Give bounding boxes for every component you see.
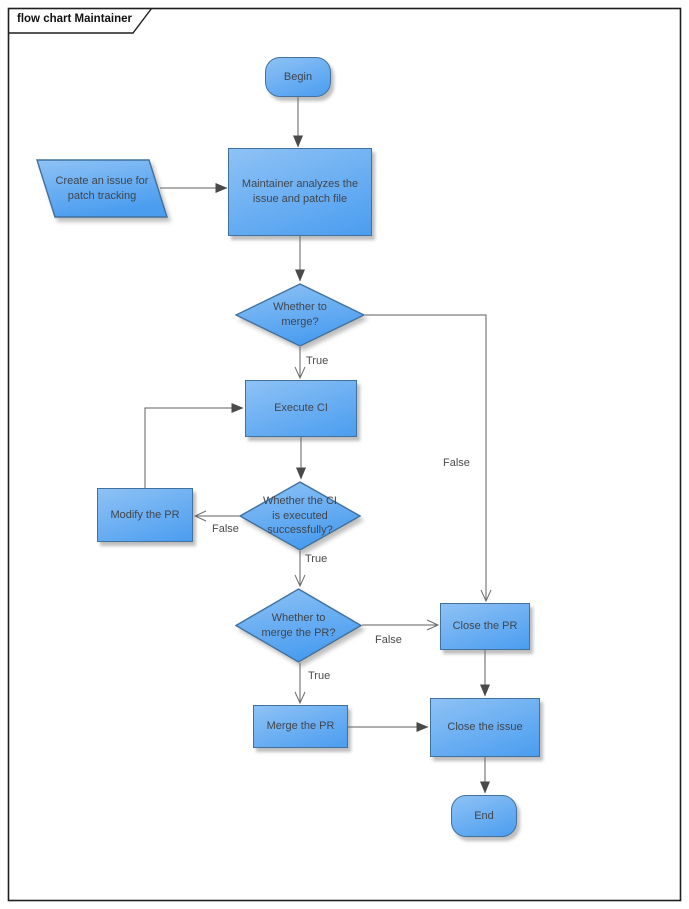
- node-close-pr-label: Close the PR: [452, 620, 518, 633]
- decision-diamond-shape: [239, 481, 361, 551]
- parallelogram-shape: [36, 159, 168, 218]
- node-modify-pr-label: Modify the PR: [110, 508, 180, 521]
- node-analyze-label: Maintainer analyzes the issue and patch …: [241, 178, 359, 205]
- node-execute-ci-label: Execute CI: [274, 402, 328, 415]
- edge-label-true-ci: True: [305, 553, 328, 565]
- node-whether-ci-success[interactable]: Whether the CI is executed successfully?: [239, 481, 361, 551]
- node-close-issue-label: Close the issue: [447, 721, 523, 734]
- node-whether-merge-pr-label: Whether to merge the PR?: [261, 611, 336, 639]
- node-end-label: End: [474, 809, 494, 822]
- node-whether-merge-label: Whether to merge?: [273, 301, 327, 328]
- node-merge-pr[interactable]: Merge the PR: [253, 705, 348, 748]
- decision-diamond-shape: [235, 588, 362, 663]
- edge-label-false-merge-pr: False: [375, 634, 402, 646]
- node-end[interactable]: End: [451, 795, 517, 837]
- node-whether-merge-pr[interactable]: Whether to merge the PR?: [235, 588, 362, 663]
- decision-diamond-shape: [235, 283, 365, 347]
- node-begin-label: Begin: [283, 70, 313, 83]
- node-execute-ci[interactable]: Execute CI: [245, 380, 357, 437]
- edge-modifypr-executeci: [144, 403, 244, 488]
- node-whether-ci-success-label: Whether the CI is executed successfully?: [263, 495, 337, 537]
- node-create-issue-label: Create an issue for patch tracking: [55, 174, 149, 202]
- node-close-issue[interactable]: Close the issue: [430, 698, 540, 757]
- edge-label-false-merge: False: [443, 457, 470, 469]
- node-whether-merge[interactable]: Whether to merge?: [235, 283, 365, 347]
- diagram-title: flow chart Maintainer: [17, 13, 133, 25]
- node-begin[interactable]: Begin: [265, 57, 331, 97]
- node-merge-pr-label: Merge the PR: [266, 720, 335, 733]
- node-close-pr[interactable]: Close the PR: [440, 603, 530, 650]
- edge-label-false-ci: False: [212, 523, 239, 535]
- edge-label-true-merge: True: [306, 355, 329, 367]
- node-create-issue[interactable]: Create an issue for patch tracking: [36, 159, 168, 218]
- node-analyze[interactable]: Maintainer analyzes the issue and patch …: [228, 148, 372, 236]
- node-modify-pr[interactable]: Modify the PR: [97, 488, 193, 542]
- edge-label-true-merge-pr: True: [308, 670, 331, 682]
- page-border: [7, 7, 682, 902]
